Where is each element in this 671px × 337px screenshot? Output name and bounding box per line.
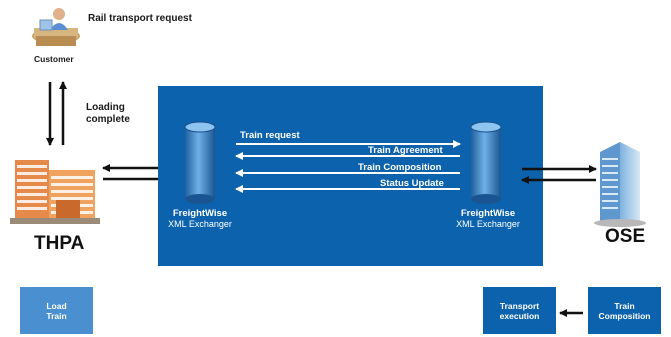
exchanger-left-label: FreightWise XML Exchanger — [160, 208, 240, 230]
exchanger-right-sub: XML Exchanger — [456, 219, 520, 229]
exchanger-right-label: FreightWise XML Exchanger — [448, 208, 528, 230]
database-icon-right — [470, 121, 502, 204]
status-update-label: Status Update — [380, 178, 444, 189]
transport-execution-label: Transport execution — [499, 300, 540, 321]
transport-execution-box: Transport execution — [483, 287, 556, 334]
load-train-box: Load Train — [20, 287, 93, 334]
ose-label: OSE — [605, 226, 646, 247]
train-composition-box: Train Composition — [588, 287, 661, 334]
exchanger-right-name: FreightWise — [460, 208, 516, 219]
exchanger-left-name: FreightWise — [172, 208, 228, 219]
customer-icon — [32, 8, 80, 46]
train-composition-box-label: Train Composition — [598, 300, 651, 321]
loading-complete-label: Loading complete — [86, 102, 130, 125]
database-icon-left — [184, 121, 216, 204]
train-composition-label: Train Composition — [358, 162, 442, 173]
rail-transport-request-label: Rail transport request — [88, 13, 192, 24]
thpa-label: THPA — [34, 233, 85, 254]
train-agreement-label: Train Agreement — [368, 145, 443, 156]
thpa-building-icon — [10, 160, 100, 224]
exchanger-left-sub: XML Exchanger — [168, 219, 232, 229]
train-request-label: Train request — [240, 130, 300, 141]
ose-building-icon — [594, 142, 646, 227]
customer-label: Customer — [34, 54, 74, 64]
load-train-label: Load Train — [46, 300, 67, 321]
